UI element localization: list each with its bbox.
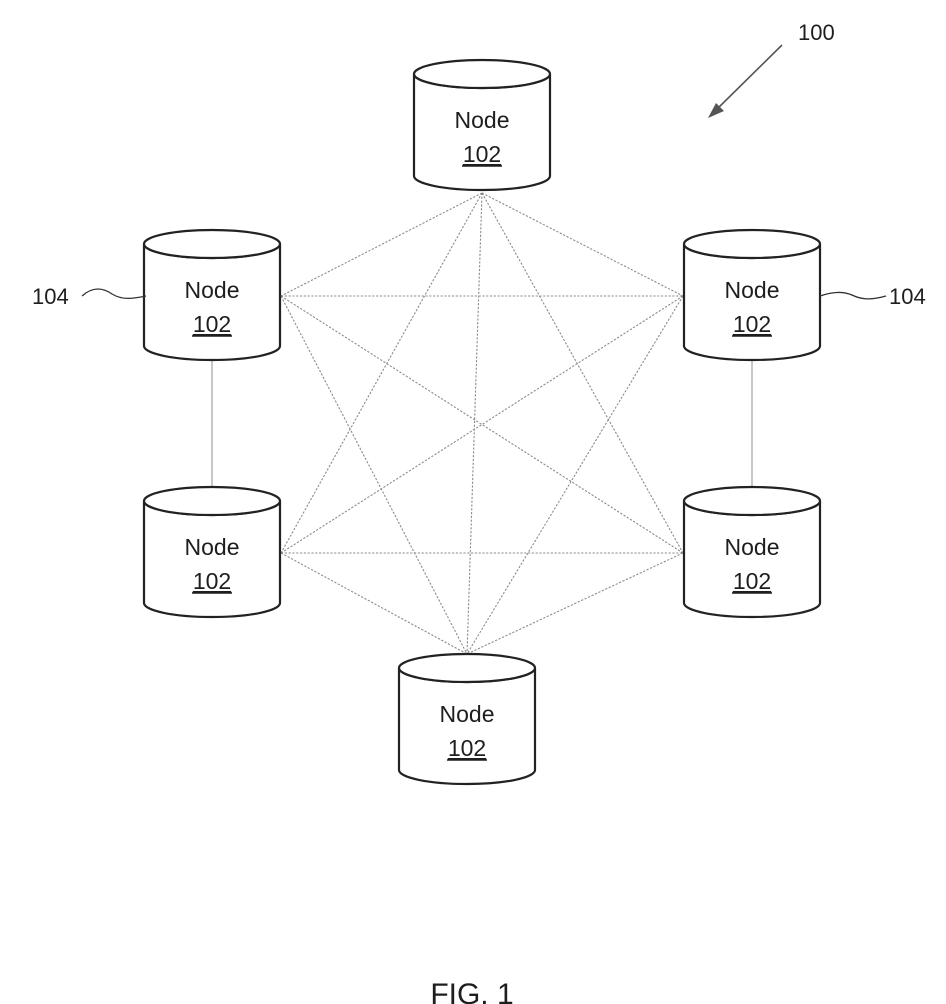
node-label: Node <box>185 277 240 303</box>
node-label: Node <box>725 534 780 560</box>
node-number: 102 <box>733 568 771 594</box>
callout-left-leader <box>82 289 146 298</box>
node-bottom: Node 102 <box>399 654 535 784</box>
node-label: Node <box>455 107 510 133</box>
cylinder-top <box>684 230 820 258</box>
edge-layer <box>212 193 752 654</box>
edge-upper-left-lower-right <box>281 296 683 553</box>
figure-reference-number: 100 <box>798 20 835 45</box>
node-lower-right: Node 102 <box>684 487 820 617</box>
callout-left-number: 104 <box>32 284 69 309</box>
figure-reference-arrow <box>708 45 782 118</box>
node-label: Node <box>440 701 495 727</box>
cylinder-top <box>144 230 280 258</box>
node-upper-right: Node 102 <box>684 230 820 360</box>
edge-upper-left-bottom <box>281 296 467 654</box>
node-number: 102 <box>448 735 486 761</box>
cylinder-top <box>144 487 280 515</box>
cylinder-top <box>399 654 535 682</box>
node-upper-left: Node 102 <box>144 230 280 360</box>
edge-lower-right-bottom <box>467 553 683 654</box>
callout-right-leader <box>820 292 886 298</box>
node-layer: Node102Node102Node102Node102Node102Node1… <box>144 60 820 784</box>
cylinder-top <box>684 487 820 515</box>
node-number: 102 <box>463 141 501 167</box>
node-number: 102 <box>193 568 231 594</box>
node-label: Node <box>725 277 780 303</box>
edge-upper-right-bottom <box>467 296 683 654</box>
edge-top-lower-right <box>482 193 683 553</box>
edge-upper-right-lower-left <box>281 296 683 553</box>
edge-lower-left-bottom <box>281 553 467 654</box>
callout-right-number: 104 <box>889 284 926 309</box>
edge-top-lower-left <box>281 193 482 553</box>
figure-caption: FIG. 1 <box>430 978 513 1004</box>
node-top: Node 102 <box>414 60 550 190</box>
edge-top-upper-left <box>281 193 482 296</box>
node-label: Node <box>185 534 240 560</box>
edge-top-upper-right <box>482 193 683 296</box>
cylinder-top <box>414 60 550 88</box>
node-number: 102 <box>193 311 231 337</box>
node-number: 102 <box>733 311 771 337</box>
node-lower-left: Node 102 <box>144 487 280 617</box>
